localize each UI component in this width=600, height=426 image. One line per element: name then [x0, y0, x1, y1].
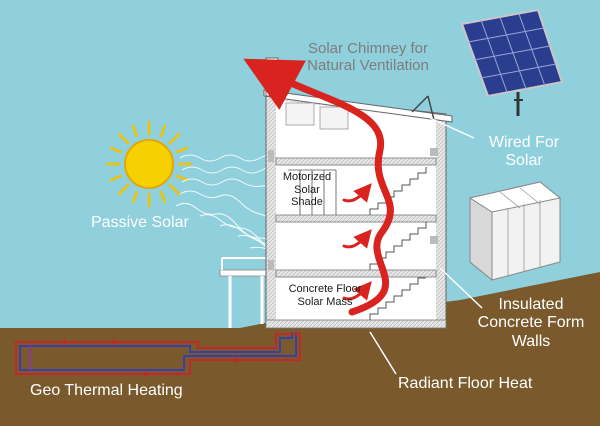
- label-wired-line1: Wired For: [488, 134, 560, 151]
- label-concrete-line1: Concrete Floor: [288, 283, 362, 295]
- label-solar-chimney-line2: Natural Ventilation: [307, 57, 429, 75]
- pipe-flow-markers: [60, 339, 240, 377]
- label-insulated-line1: Insulated: [498, 296, 564, 313]
- deck: [219, 257, 273, 328]
- label-solar-chimney: Solar Chimney for Natural Ventilation: [288, 40, 448, 75]
- room-air-arrows: [342, 183, 372, 301]
- building-section: [263, 57, 453, 329]
- insulated-concrete-form-icon: [468, 181, 562, 282]
- label-motorized-line1: Motorized: [282, 171, 332, 183]
- solar-panel-icon: [460, 8, 564, 116]
- label-insulated-walls: Insulated Concrete Form Walls: [468, 296, 594, 351]
- sun-icon: [105, 120, 193, 208]
- label-concrete-floor: Concrete Floor Solar Mass: [276, 283, 374, 308]
- label-insulated-line3: Walls: [511, 332, 551, 350]
- label-wired-for-solar: Wired For Solar: [470, 134, 578, 171]
- label-wired-line2: Solar: [505, 152, 543, 170]
- label-passive-solar: Passive Solar: [91, 214, 189, 231]
- label-radiant-floor: Radiant Floor Heat: [398, 375, 533, 392]
- label-insulated-line2: Concrete Form: [477, 314, 585, 332]
- callout-lines: [369, 117, 483, 375]
- label-motorized-line2: Solar: [294, 183, 320, 196]
- label-motorized-shade: Motorized Solar Shade: [278, 171, 336, 209]
- chimney-airflow-arrow: [243, 58, 394, 316]
- label-geo-thermal: Geo Thermal Heating: [30, 382, 183, 399]
- label-motorized-line3: Shade: [291, 196, 323, 209]
- label-concrete-line2: Solar Mass: [297, 295, 353, 308]
- geo-thermal-pipes: [15, 332, 301, 375]
- label-solar-chimney-line1: Solar Chimney for: [307, 40, 429, 57]
